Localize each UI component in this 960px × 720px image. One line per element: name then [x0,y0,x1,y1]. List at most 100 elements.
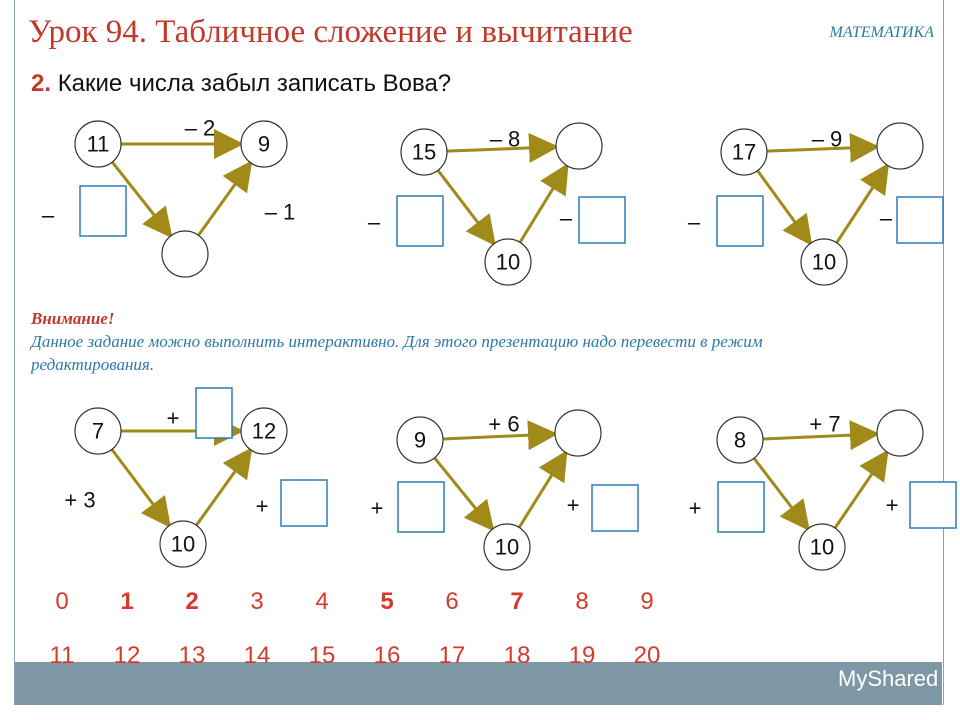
notice-text: Данное задание можно выполнить интеракти… [31,332,763,374]
diagram-5-arrow-top [442,420,559,451]
diagram-6-middle-circle [798,523,846,571]
task-number: 2. [31,70,52,97]
diagram-2-top-operation: – 8 [490,127,521,152]
notice-heading: Внимание! [31,309,115,328]
diagram-1-start-circle [74,120,122,168]
diagram-5-arrow-down [433,456,495,532]
diagram-6-top-operation: + 7 [809,412,840,437]
diagram-2-right-operation: – [560,206,573,231]
subject-label: МАТЕМАТИКА [829,24,934,41]
diagram-1-right-operation: – 1 [265,200,296,225]
digit-tile-1[interactable]: 1 [120,588,134,615]
diagram-2-left-operation: – [368,210,381,235]
diagram-4-top-answer-box[interactable] [195,387,233,439]
diagram-5-top-operation: + 6 [488,412,519,437]
diagram-4-end-circle [240,407,288,455]
digit-tile-9[interactable]: 9 [640,588,654,615]
diagram-3-start-circle-label: 17 [732,140,756,165]
diagram-3-right-operation: – [880,206,893,231]
diagram-3-right-answer-box[interactable] [896,196,944,244]
diagram-5-end-circle[interactable] [554,409,602,457]
diagram-4-end-circle-label: 12 [252,419,276,444]
task-question: 2. Какие числа забыл записать Вова? [31,70,451,98]
diagram-1-top-operation: – 2 [185,116,216,141]
myshared-logo: MyShared [838,666,939,691]
digit-tile-6[interactable]: 6 [445,588,459,615]
diagram-3-arrow-down [756,169,813,246]
number-tile-13[interactable]: 13 [178,642,206,669]
digit-tile-8[interactable]: 8 [575,588,589,615]
diagram-3-end-circle[interactable] [876,122,924,170]
diagram-5-start-circle [396,416,444,464]
diagram-5-start-circle-label: 9 [414,428,426,453]
digit-tile-0[interactable]: 0 [55,588,69,615]
number-tile-19[interactable]: 19 [568,642,596,669]
diagram-1-end-circle-label: 9 [258,132,270,157]
diagram-4-right-answer-box[interactable] [280,479,328,527]
digit-tile-4[interactable]: 4 [315,588,329,615]
diagram-2-right-answer-box[interactable] [578,196,626,244]
diagram-5-left-answer-box[interactable] [397,481,445,533]
diagram-5-left-operation: + [371,496,384,521]
number-tile-18[interactable]: 18 [503,642,531,669]
diagram-5-middle-circle-label: 10 [495,535,519,560]
diagram-4-right-operation: + [256,494,269,519]
diagram-3-middle-circle [800,238,848,286]
diagram-6-arrow-top [762,420,881,451]
diagram-6-right-operation: + [886,493,899,518]
diagram-3-left-operation: – [688,210,701,235]
number-tile-12[interactable]: 12 [113,642,141,669]
digit-tile-7[interactable]: 7 [510,588,524,615]
bottom-bar [15,662,942,705]
diagram-3-arrow-top [766,132,881,163]
diagram-3-left-answer-box[interactable] [716,195,764,247]
diagram-1-arrow-down [111,161,173,239]
number-tile-17[interactable]: 17 [438,642,466,669]
task-text: Какие числа забыл записать Вова? [57,70,452,97]
diagram-2-end-circle[interactable] [555,122,603,170]
diagram-1-arrow-up [197,160,253,237]
diagram-2-middle-circle [484,238,532,286]
diagram-5-right-operation: + [567,493,580,518]
diagram-5-middle-circle [483,523,531,571]
diagram-6-start-circle [716,416,764,464]
diagram-1-middle-circle[interactable] [161,230,209,278]
slide-frame [14,0,944,705]
diagram-4-middle-circle-label: 10 [171,532,195,557]
diagram-6-left-answer-box[interactable] [717,481,765,533]
number-tile-11[interactable]: 11 [49,642,75,669]
diagram-4-start-circle [74,407,122,455]
diagram-2-middle-circle-label: 10 [496,250,520,275]
number-tile-16[interactable]: 16 [373,642,401,669]
diagram-2-arrow-up [518,163,569,244]
digit-tile-2[interactable]: 2 [185,588,199,615]
diagram-2-arrow-down [436,169,496,247]
diagram-4-left-operation: + 3 [64,488,95,513]
diagram-6-left-operation: + [689,496,702,521]
number-tile-15[interactable]: 15 [308,642,336,669]
diagram-4-start-circle-label: 7 [92,419,104,444]
diagram-6-arrow-up [833,449,889,529]
digit-tile-3[interactable]: 3 [250,588,264,615]
diagram-6-start-circle-label: 8 [734,428,746,453]
diagram-6-arrow-down [752,457,810,532]
lesson-title: Урок 94. Табличное сложение и вычитание [28,14,633,50]
diagram-2-arrow-top [446,132,560,163]
number-tile-14[interactable]: 14 [243,642,271,669]
diagram-6-right-answer-box[interactable] [909,481,957,529]
diagram-1-end-circle [240,120,288,168]
diagram-1-left-operation: – [42,203,55,228]
diagram-6-end-circle[interactable] [876,409,924,457]
diagram-5-right-answer-box[interactable] [591,484,639,532]
diagram-4-top-operation: + [167,406,180,431]
diagram-4-arrow-down [110,448,171,529]
diagram-2-start-circle [400,128,448,176]
diagram-6-middle-circle-label: 10 [810,535,834,560]
diagram-1-start-circle-label: 11 [87,132,110,157]
diagram-3-start-circle [720,128,768,176]
number-tile-20[interactable]: 20 [633,642,661,669]
diagram-1-left-answer-box[interactable] [79,185,127,237]
diagram-2-left-answer-box[interactable] [396,195,444,247]
digit-tile-5[interactable]: 5 [380,588,394,615]
